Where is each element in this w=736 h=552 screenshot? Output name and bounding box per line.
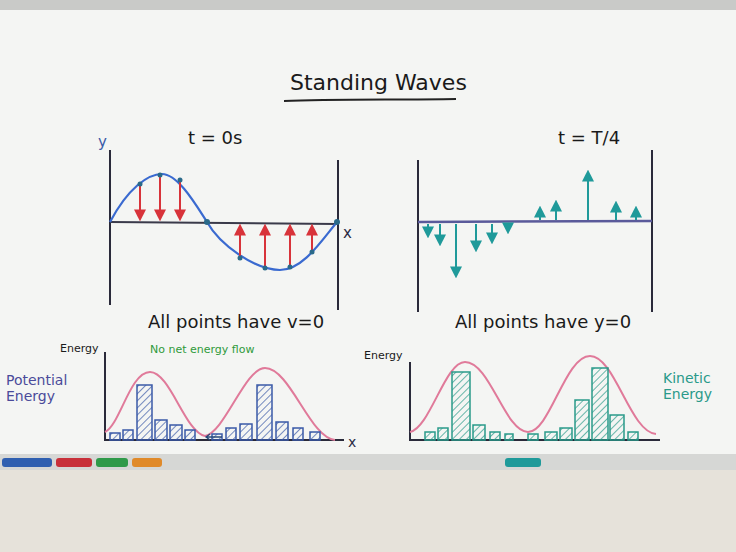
markers — [2, 458, 541, 467]
kinetic-energy-graph — [410, 356, 660, 441]
time-label: t = 0s — [188, 128, 242, 149]
axis-label: x — [343, 225, 352, 242]
statement: All points have y=0 — [455, 312, 631, 333]
potential-energy-graph — [105, 352, 344, 441]
axis-label: Energy — [60, 343, 99, 356]
note: No net energy flow — [150, 344, 254, 357]
graph-label: Potential Energy — [6, 372, 78, 404]
time-label: t = T/4 — [558, 128, 620, 149]
axis-label: y — [98, 134, 107, 151]
wave-panel-left — [110, 150, 340, 310]
axis-label: Energy — [364, 350, 403, 363]
title-underline — [284, 99, 456, 101]
graph-label: Kinetic Energy — [663, 370, 731, 402]
wall — [0, 470, 736, 552]
axis-label: x — [348, 434, 356, 450]
wave-panel-right — [418, 150, 652, 312]
title: Standing Waves — [290, 70, 467, 95]
statement: All points have v=0 — [148, 312, 324, 333]
marker-tray — [0, 454, 736, 470]
board-frame — [0, 0, 736, 10]
